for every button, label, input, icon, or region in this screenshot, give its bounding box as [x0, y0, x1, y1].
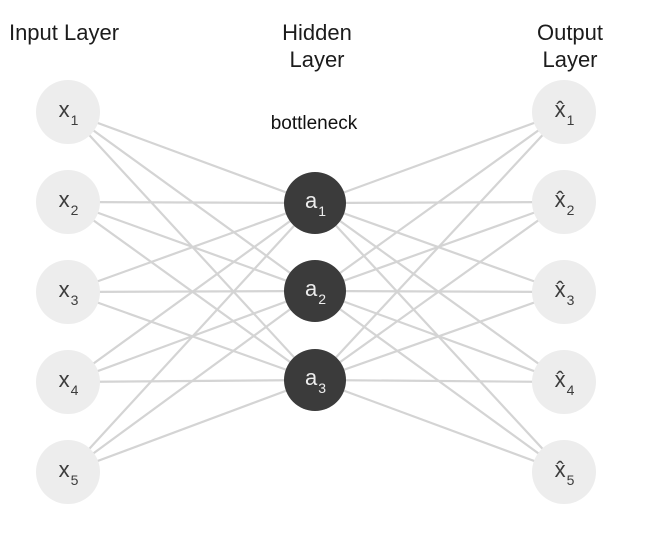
- edge-input-4-hidden-1: [67, 202, 316, 383]
- edge-hidden-3-output-5: [314, 378, 565, 474]
- input-node-x1: x1: [36, 80, 100, 144]
- edge-hidden-3-output-1: [314, 111, 565, 381]
- hidden-node-a2: a2: [284, 260, 346, 322]
- node-label: x3: [58, 277, 79, 308]
- edge-hidden-3-output-2: [314, 201, 565, 381]
- edge-input-1-hidden-1: [67, 110, 316, 205]
- edge-input-5-hidden-2: [67, 290, 316, 473]
- output-layer-heading: Output Layer: [536, 20, 604, 72]
- edge-hidden-1-output-1: [314, 110, 565, 205]
- hidden-node-a1: a1: [284, 172, 346, 234]
- node-label: a2: [304, 276, 327, 307]
- hidden-node-a3: a3: [284, 349, 346, 411]
- edge-input-5-hidden-1: [67, 202, 316, 473]
- node-label: x̂4: [554, 367, 575, 398]
- edge-input-3-hidden-1: [67, 201, 316, 294]
- output-node-xhat4: x̂4: [532, 350, 596, 414]
- input-node-x4: x4: [36, 350, 100, 414]
- edge-input-5-hidden-3: [67, 378, 316, 474]
- node-label: x5: [58, 457, 79, 488]
- node-label: x2: [58, 187, 79, 218]
- bottleneck-label: bottleneck: [270, 113, 358, 134]
- hidden-layer-heading: Hidden Layer: [282, 20, 352, 72]
- edge-hidden-3-output-4: [314, 378, 565, 384]
- output-node-xhat3: x̂3: [532, 260, 596, 324]
- output-node-xhat2: x̂2: [532, 170, 596, 234]
- node-label: a1: [304, 188, 327, 219]
- node-label: x̂1: [554, 97, 575, 128]
- output-node-xhat1: x̂1: [532, 80, 596, 144]
- input-node-x3: x3: [36, 260, 100, 324]
- input-layer-heading: Input Layer: [8, 20, 120, 45]
- output-node-xhat5: x̂5: [532, 440, 596, 504]
- node-label: a3: [304, 365, 327, 396]
- input-node-x5: x5: [36, 440, 100, 504]
- input-node-x2: x2: [36, 170, 100, 234]
- edge-input-2-hidden-1: [67, 200, 316, 205]
- node-label: x̂3: [554, 277, 575, 308]
- node-label: x4: [58, 367, 79, 398]
- node-label: x1: [58, 97, 79, 128]
- node-label: x̂2: [554, 187, 575, 218]
- node-label: x̂5: [554, 457, 575, 488]
- edge-hidden-2-output-1: [314, 111, 565, 292]
- edge-hidden-3-output-3: [314, 290, 565, 382]
